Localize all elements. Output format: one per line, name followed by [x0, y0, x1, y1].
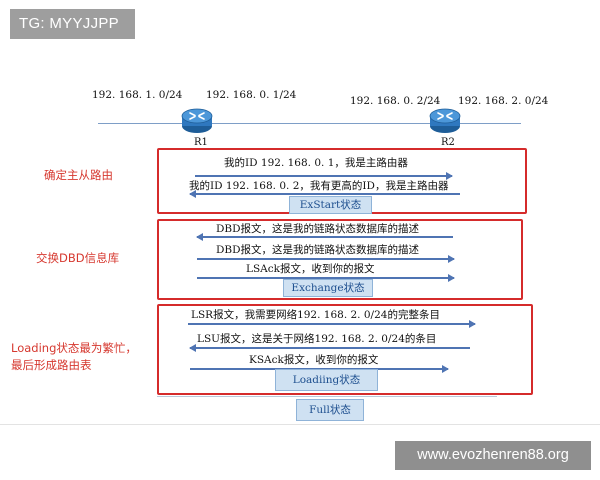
arrow-right — [197, 274, 455, 282]
message-text: KSAck报文，收到你的报文 — [249, 354, 379, 366]
phase-label-loading-line-2: 最后形成路由表 — [11, 358, 92, 372]
phase-box-loading — [157, 304, 533, 395]
router-r2 — [428, 106, 462, 136]
message-text: LSAck报文，收到你的报文 — [246, 263, 375, 275]
network-line-right — [413, 123, 521, 124]
network-line-left — [98, 123, 413, 124]
arrow-left — [189, 190, 460, 198]
router-icon — [429, 108, 461, 133]
divider-line — [157, 396, 497, 397]
network-label-r2-right: 192. 168. 2. 0/24 — [458, 95, 549, 107]
arrow-left — [196, 233, 453, 241]
arrow-right — [195, 172, 453, 180]
phase-label-master-election: 确定主从路由 — [44, 168, 113, 182]
state-box-exstart: ExStart状态 — [289, 196, 372, 214]
watermark: www.evozhenren88.org — [395, 441, 591, 470]
router-r1 — [180, 106, 214, 136]
message-text: DBD报文，这是我的链路状态数据库的描述 — [216, 223, 420, 235]
router-r1-label: R1 — [194, 137, 208, 148]
arrow-right — [188, 320, 476, 328]
message-text: 我的ID 192. 168. 0. 1，我是主路由器 — [224, 157, 408, 169]
network-label-r1-right: 192. 168. 0. 1/24 — [206, 89, 297, 101]
router-r2-label: R2 — [441, 137, 455, 148]
state-box-loading: Loadiing状态 — [275, 369, 378, 391]
phase-label-loading: Loading状态最为繁忙， 最后形成路由表 — [11, 340, 137, 374]
divider-line — [0, 424, 600, 425]
state-box-exchange: Exchange状态 — [283, 279, 373, 297]
message-text: LSU报文，这是关于网络192. 168. 2. 0/24的条目 — [197, 333, 437, 345]
network-label-r2-left: 192. 168. 0. 2/24 — [350, 95, 441, 107]
state-box-full: Full状态 — [296, 399, 364, 421]
arrow-right — [197, 255, 455, 263]
phase-box-dbd-exchange — [157, 219, 523, 300]
message-text: LSR报文，我需要网络192. 168. 2. 0/24的完整条目 — [191, 309, 440, 321]
network-label-r1-left: 192. 168. 1. 0/24 — [92, 89, 183, 101]
phase-label-loading-line-1: Loading状态最为繁忙， — [11, 341, 137, 355]
router-icon — [181, 108, 213, 133]
message-text: DBD报文，这是我的链路状态数据库的描述 — [216, 244, 420, 256]
phase-label-dbd-exchange: 交换DBD信息库 — [36, 251, 120, 265]
message-text: 我的ID 192. 168. 0. 2，我有更高的ID，我是主路由器 — [189, 180, 449, 192]
arrow-left — [189, 344, 470, 352]
arrow-right — [190, 365, 449, 373]
tag-label: TG: MYYJJPP — [10, 9, 135, 39]
